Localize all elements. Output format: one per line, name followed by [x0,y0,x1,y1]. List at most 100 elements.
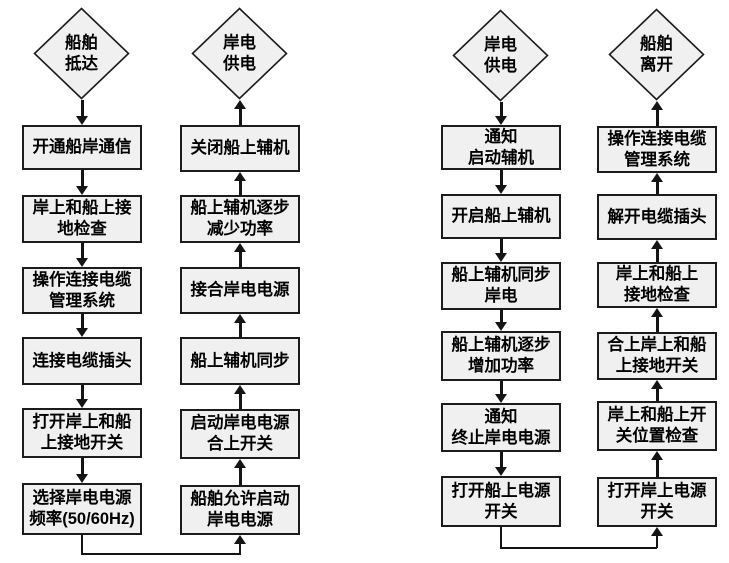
connector-segment [81,553,241,555]
step-label: 选择岸电电源 频率(50/60Hz) [29,489,135,528]
flow-arrow-line [80,458,84,475]
flow-arrow-line [80,385,84,401]
terminal-shore-power-on: 岸电 供电 [191,7,288,100]
arrowhead-down [495,253,507,262]
arrowhead-up [234,100,246,109]
step-open-grounding-switch: 打开岸上和船 上接地开关 [22,408,142,458]
flow-arrow-line [499,102,503,117]
flow-arrow-line [80,243,84,259]
arrowhead-down [76,399,88,408]
step-open-shore-power-switch: 打开岸上电源 开关 [597,477,717,527]
flow-arrow-line [655,109,659,126]
flow-arrow-line [80,100,84,117]
step-start-shore-power-switch: 启动岸电电源 合上开关 [180,409,300,459]
arrowhead-down [495,394,507,403]
step-aux-sync-shore: 船上辅机同步 岸电 [441,262,561,310]
arrowhead-up [234,459,246,468]
step-label: 打开岸上和船 上接地开关 [32,413,132,452]
arrowhead-down [76,186,88,195]
step-label: 船上辅机同步 [190,351,290,370]
step-label: 打开岸上电源 开关 [607,482,707,521]
arrowhead-down [76,328,88,337]
connector-segment [239,543,241,555]
diamond-shape [608,8,705,101]
flow-arrow-line [655,316,659,332]
arrowhead-up [234,385,246,394]
step-disconnect-cable-plug: 解开电缆插头 [597,194,717,240]
step-ship-permit-shore-power: 船舶允许启动 岸电电源 [180,485,300,535]
flow-arrow-line [499,239,503,254]
step-notify-start-aux: 通知 启动辅机 [441,125,561,170]
diamond-shape [191,7,288,100]
flow-arrow-line [499,170,503,186]
arrowhead-down [76,474,88,483]
arrowhead-up [651,380,663,389]
connector-segment [81,535,83,555]
arrowhead-up [234,314,246,323]
flow-arrow-line [655,388,659,401]
step-label: 接合岸电电源 [190,281,290,300]
arrowhead-up [651,173,663,182]
step-ship-aux-sync: 船上辅机同步 [180,337,300,385]
step-stop-ship-aux: 关闭船上辅机 [180,125,300,172]
terminal-label: 船舶 离开 [640,35,673,74]
step-cable-mgmt-system: 操作连接电缆 管理系统 [22,267,142,314]
step-label: 连接电缆插头 [32,351,132,370]
step-open-communication: 开通船岸通信 [22,125,142,170]
arrowhead-up [234,243,246,252]
arrowhead-down [495,467,507,476]
flow-arrow-line [80,170,84,187]
step-label: 岸上和船上接 地检查 [32,199,132,238]
step-label: 开启船上辅机 [451,207,551,226]
step-label: 操作连接电缆 管理系统 [32,270,132,310]
step-label: 打开船上电源 开关 [451,481,551,521]
flow-arrow-line [499,452,503,468]
flow-arrow-line [238,108,242,125]
arrowhead-up [651,527,663,536]
step-label: 合上岸上和船 上接地开关 [607,336,707,375]
step-open-ship-power-switch: 打开船上电源 开关 [441,476,561,527]
step-cable-mgmt-system-2: 操作连接电缆 管理系统 [597,126,717,173]
arrowhead-up [234,535,246,544]
flow-arrow-line [80,314,84,329]
step-grounding-check: 岸上和船上接 地检查 [22,195,142,243]
step-engage-shore-power: 接合岸电电源 [180,267,300,314]
terminal-label: 岸电 供电 [223,34,256,73]
flow-arrow-line [499,310,503,323]
terminal-shore-power-on-2: 岸电 供电 [452,9,549,102]
diamond-shape [452,9,549,102]
step-start-ship-aux: 开启船上辅机 [441,194,561,239]
step-grounding-check-2: 岸上和船上 接地检查 [597,262,717,308]
flow-arrow-line [655,459,659,477]
arrowhead-down [76,258,88,267]
arrowhead-up [234,172,246,181]
connector-segment [500,527,502,549]
step-label: 岸上和船上开 关位置检查 [607,406,707,445]
flow-arrow-line [238,251,242,267]
step-label: 船上辅机逐步 增加功率 [451,336,551,375]
connector-segment [656,536,658,548]
diamond-shape [33,7,130,100]
flow-arrow-line [238,180,242,195]
step-label: 船上辅机逐步 减少功率 [190,199,290,238]
step-notify-stop-shore-power: 通知 终止岸电电源 [441,403,561,452]
terminal-label: 船舶 抵达 [65,34,98,73]
terminal-ship-depart: 船舶 离开 [608,8,705,101]
flow-arrow-line [655,248,659,262]
step-label: 岸上和船上 接地检查 [615,265,699,304]
step-label: 通知 启动辅机 [468,127,534,167]
arrowhead-up [651,308,663,317]
flow-arrow-line [238,467,242,485]
step-aux-increase-power: 船上辅机逐步 增加功率 [441,331,561,381]
terminal-ship-arrive: 船舶 抵达 [33,7,130,100]
step-label: 开通船岸通信 [32,138,132,157]
arrowhead-down [76,116,88,125]
step-label: 船上辅机同步 岸电 [451,266,551,305]
step-label: 通知 终止岸电电源 [451,407,551,447]
step-switch-position-check: 岸上和船上开 关位置检查 [597,401,717,451]
arrowhead-up [651,451,663,460]
step-label: 操作连接电缆 管理系统 [607,129,707,169]
arrowhead-down [495,185,507,194]
arrowhead-down [495,116,507,125]
